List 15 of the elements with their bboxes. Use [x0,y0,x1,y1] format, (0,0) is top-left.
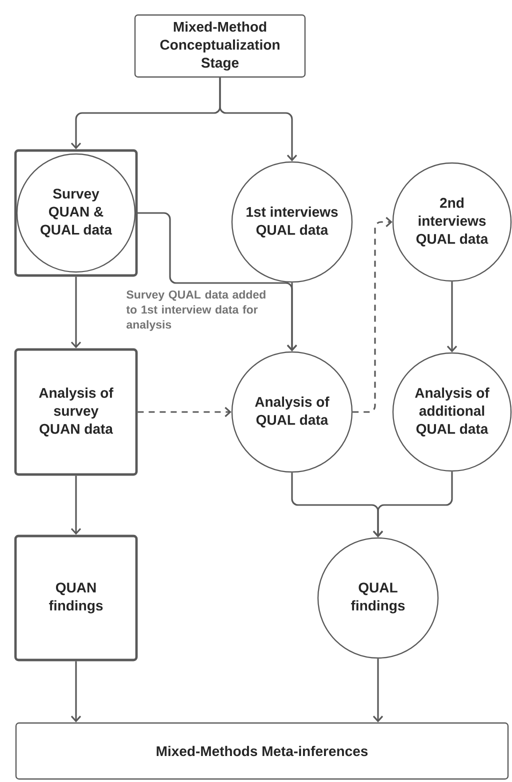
stage-box: Mixed-Method Conceptualization Stage [134,14,306,78]
process-box: QUAN findings [14,534,138,662]
arrow [352,216,392,413]
process-box: Analysis of survey QUAN data [14,348,138,476]
result-box: Mixed-Methods Meta-inferences [15,722,509,780]
arrow [372,472,453,538]
arrow [219,78,298,162]
arrow [446,282,458,352]
arrow [286,282,298,352]
arrow [70,476,82,535]
arrow [372,658,384,722]
arrow [138,406,232,418]
edge-label: Survey QUAL data added to 1st interview data for analysis [126,290,266,331]
arrow [70,276,82,348]
arrow [70,661,82,722]
